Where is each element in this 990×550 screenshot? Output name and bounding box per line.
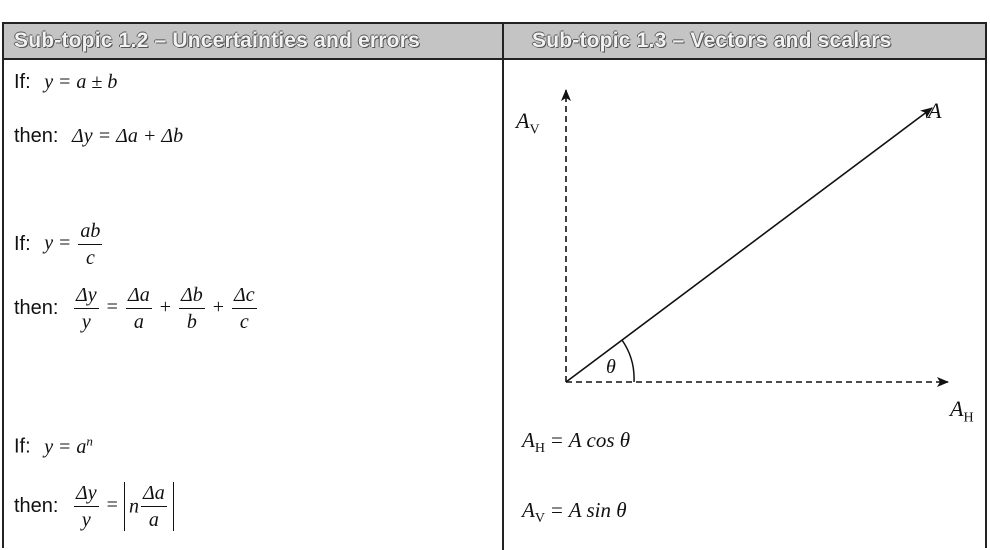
equation-horizontal: AH=A cos θ xyxy=(522,428,631,457)
label-horizontal-component: AH xyxy=(950,396,974,426)
column-divider xyxy=(502,22,504,550)
header-uncertainties: Sub-topic 1.2 – Uncertainties and errors xyxy=(14,29,420,52)
equation-vertical: AV=A sin θ xyxy=(522,498,627,527)
vector-diagram xyxy=(561,89,949,387)
rule1-if: If: y=a ± b xyxy=(14,71,118,93)
resultant-vector xyxy=(565,107,933,383)
label-angle: θ xyxy=(606,356,616,378)
angle-arc xyxy=(621,339,635,383)
label-vertical-component: AV xyxy=(516,108,540,138)
rule1-then: then: Δy = Δa + Δb xyxy=(14,125,184,147)
formula-table xyxy=(2,22,987,548)
rule3-if: If: y=an xyxy=(14,433,93,458)
label-resultant: A xyxy=(928,98,942,123)
header-vectors: Sub-topic 1.3 – Vectors and scalars xyxy=(532,29,892,52)
table-header-band xyxy=(4,24,985,60)
